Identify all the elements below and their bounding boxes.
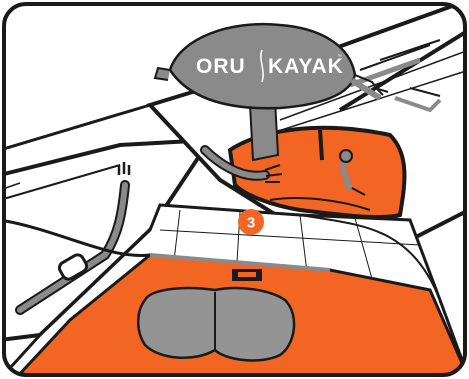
step-number-badge: 3 (238, 209, 264, 235)
svg-text:ORU: ORU (196, 55, 246, 78)
svg-text:KAYAK: KAYAK (268, 55, 344, 78)
svg-text:™: ™ (337, 54, 342, 60)
seat-cushion (138, 288, 294, 360)
svg-text:3: 3 (247, 215, 255, 232)
oru-kayak-logo: ORU KAYAK ™ (196, 50, 344, 82)
